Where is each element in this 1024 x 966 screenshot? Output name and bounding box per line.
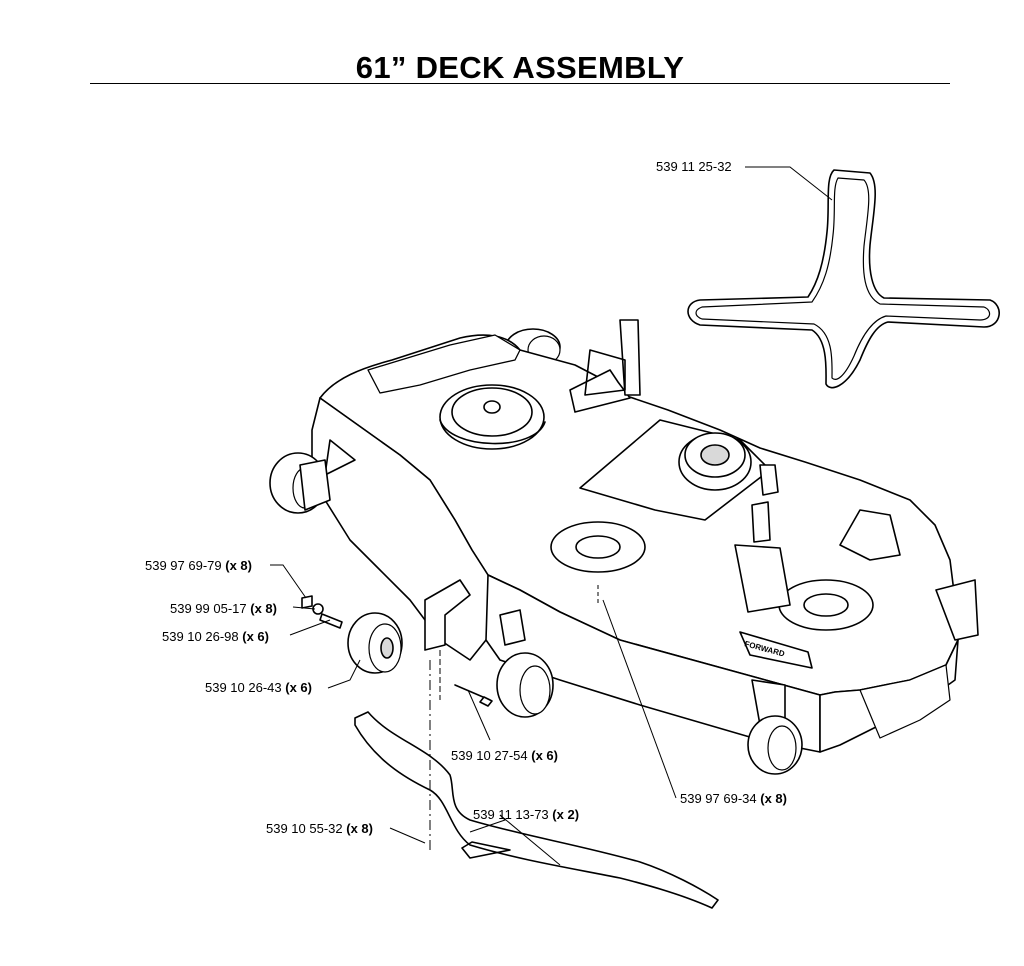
part-quantity: (x 8) <box>225 558 252 573</box>
caster-wheel-front-left <box>496 652 554 718</box>
leader-nut <box>270 564 307 599</box>
part-number: 539 97 69-79 <box>145 558 222 573</box>
deck-baffle <box>354 711 719 909</box>
leader-deck-bolt <box>602 599 677 799</box>
part-number: 539 10 55-32 <box>266 821 343 836</box>
callout-deck-bolt: 539 97 69-34 (x 8) <box>680 791 787 806</box>
callout-wheel: 539 10 26-43 (x 6) <box>205 680 312 695</box>
callout-baffle: 539 11 13-73 (x 2) <box>473 807 579 822</box>
part-number: 539 11 13-73 <box>473 807 549 822</box>
part-number: 539 10 27-54 <box>451 748 528 763</box>
mower-deck <box>311 319 979 753</box>
callout-wheel-bolt: 539 10 27-54 (x 6) <box>451 748 558 763</box>
leader-wheel-bolt <box>467 689 491 741</box>
part-quantity: (x 6) <box>531 748 558 763</box>
title-underline <box>90 83 950 84</box>
part-quantity: (x 6) <box>242 629 269 644</box>
part-quantity: (x 8) <box>250 601 277 616</box>
part-number: 539 99 05-17 <box>170 601 247 616</box>
page-title: 61” DECK ASSEMBLY <box>355 50 685 85</box>
part-quantity: (x 8) <box>346 821 373 836</box>
part-quantity: (x 2) <box>552 807 580 822</box>
part-number: 539 97 69-34 <box>680 791 757 806</box>
part-number: 539 11 25-32 <box>656 159 732 174</box>
callout-nut: 539 97 69-79 (x 8) <box>145 558 252 573</box>
drive-belt <box>687 169 1000 389</box>
part-number: 539 10 26-98 <box>162 629 239 644</box>
part-quantity: (x 8) <box>760 791 787 806</box>
caster-wheel-front-right <box>747 715 803 775</box>
callout-belt: 539 11 25-32 <box>656 159 732 174</box>
part-quantity: (x 6) <box>285 680 312 695</box>
part-number: 539 10 26-43 <box>205 680 282 695</box>
caster-wheel-left-rear <box>269 452 331 514</box>
leader-belt <box>745 166 833 201</box>
caster-wheel-exploded <box>347 612 403 674</box>
leader-washer <box>292 606 316 610</box>
callout-washer: 539 99 05-17 (x 8) <box>170 601 277 616</box>
callout-baffle-bolt: 539 10 55-32 (x 8) <box>266 821 373 836</box>
hardware-stack <box>301 595 493 707</box>
callout-spacer: 539 10 26-98 (x 6) <box>162 629 269 644</box>
wheel-bracket-exploded <box>424 579 471 651</box>
leader-spacer <box>289 619 331 636</box>
leader-wheel <box>327 659 361 689</box>
leader-baffle-bolt <box>389 827 426 844</box>
